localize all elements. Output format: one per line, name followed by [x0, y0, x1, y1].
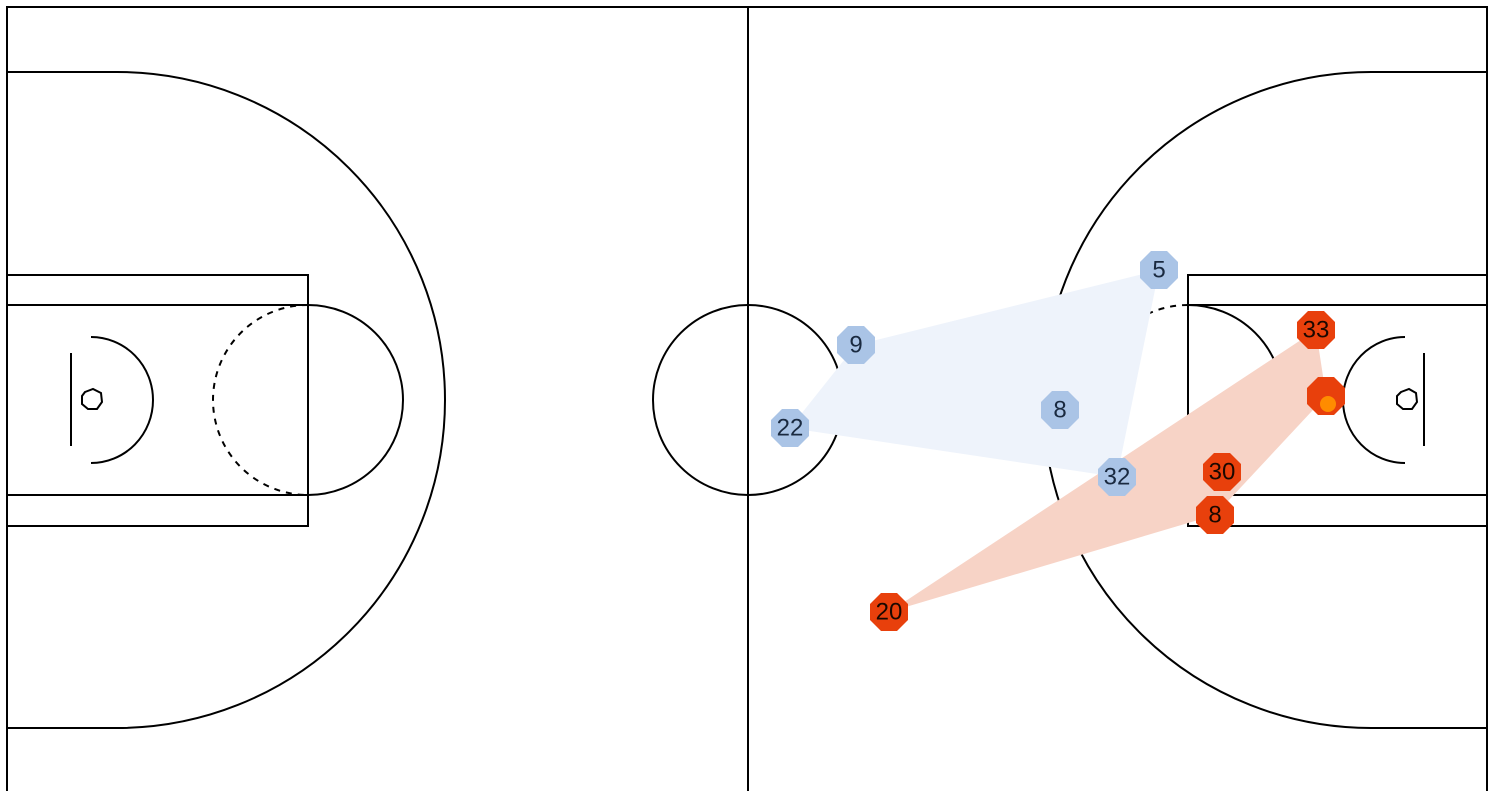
- blue-player-number: 8: [1053, 397, 1066, 424]
- red-player-number: 30: [1209, 459, 1236, 486]
- blue-team: 5 9 22 8 32: [771, 251, 1178, 496]
- red-player-number: 8: [1208, 502, 1221, 529]
- red-player-marker: [870, 593, 908, 631]
- red-player-number: 20: [876, 599, 903, 626]
- blue-player[interactable]: 9: [837, 326, 875, 364]
- left-restricted-arc: [90, 336, 154, 464]
- ball-icon: [1320, 396, 1336, 412]
- red-player-marker: [1297, 311, 1335, 349]
- blue-player-marker: [771, 409, 809, 447]
- blue-player[interactable]: 5: [1140, 251, 1178, 289]
- red-player-marker: [1203, 453, 1241, 491]
- left-hoop: [81, 387, 104, 410]
- left-free-throw-arc-solid: [307, 304, 404, 496]
- red-team: 33 30 8 20: [870, 311, 1345, 631]
- blue-player-number: 9: [849, 332, 862, 359]
- right-lane-outer: [1187, 274, 1488, 527]
- blue-player-marker: [1098, 458, 1136, 496]
- blue-player[interactable]: 8: [1041, 391, 1079, 429]
- red-player-with-ball[interactable]: [1307, 377, 1345, 415]
- right-restricted-arc: [1342, 336, 1406, 464]
- red-player[interactable]: 8: [1196, 496, 1234, 534]
- left-lane-outer: [6, 274, 309, 527]
- blue-player[interactable]: 32: [1098, 458, 1136, 496]
- blue-player-marker: [1041, 391, 1079, 429]
- red-player-number: 33: [1303, 317, 1330, 344]
- red-player[interactable]: 20: [870, 593, 908, 631]
- red-player-marker: [1196, 496, 1234, 534]
- left-three-point-line: [7, 71, 446, 729]
- red-player[interactable]: 33: [1297, 311, 1335, 349]
- blue-player[interactable]: 22: [771, 409, 809, 447]
- red-player[interactable]: 30: [1203, 453, 1241, 491]
- left-free-throw-arc-dashed: [212, 304, 309, 496]
- blue-team-hull: [790, 270, 1159, 477]
- blue-player-marker: [837, 326, 875, 364]
- blue-player-number: 32: [1104, 464, 1131, 491]
- left-half: [6, 71, 446, 729]
- blue-player-number: 22: [777, 415, 804, 442]
- right-hoop: [1396, 387, 1419, 410]
- blue-player-marker: [1140, 251, 1178, 289]
- blue-player-number: 5: [1152, 257, 1165, 284]
